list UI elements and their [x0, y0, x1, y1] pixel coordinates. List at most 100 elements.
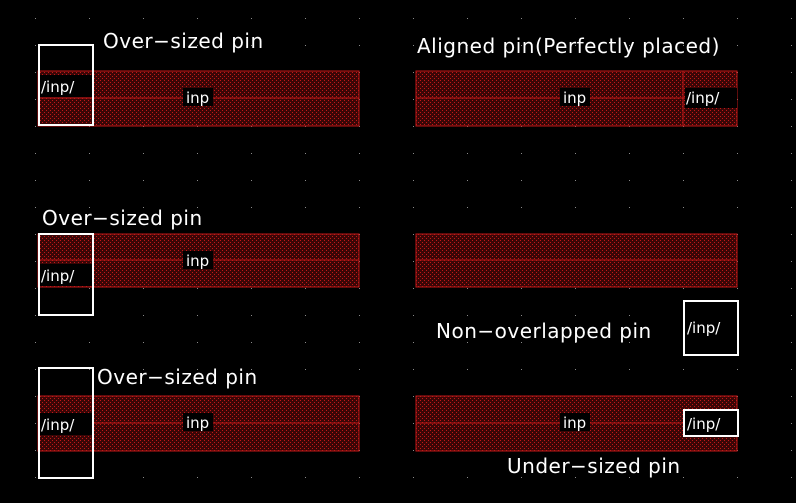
grid-dot [737, 477, 738, 478]
grid-dot [629, 369, 630, 370]
grid-dot [575, 369, 576, 370]
grid-dot [629, 153, 630, 154]
grid-dot [305, 477, 306, 478]
grid-dot [143, 315, 144, 316]
grid-dot [413, 450, 414, 451]
caption-undersized-pin: Under−sized pin [507, 454, 681, 478]
grid-dot [629, 18, 630, 19]
grid-dot [737, 369, 738, 370]
example-undersized-pin[interactable]: inp /inp/ [415, 395, 739, 452]
grid-dot [629, 180, 630, 181]
grid-dot [143, 342, 144, 343]
grid-dot [791, 126, 792, 127]
grid-dot [575, 18, 576, 19]
net-label-bg [560, 413, 590, 431]
grid-dot [35, 342, 36, 343]
grid-dot [35, 153, 36, 154]
grid-dot [251, 45, 252, 46]
grid-dot [737, 18, 738, 19]
grid-dot [791, 207, 792, 208]
grid-dot [35, 72, 36, 73]
pin-label-bg [685, 88, 737, 108]
pin-label: /inp/ [686, 89, 720, 107]
grid-dot [791, 396, 792, 397]
grid-dot [251, 180, 252, 181]
pin-label: /inp/ [687, 319, 721, 337]
grid-dot [89, 153, 90, 154]
grid-dot [521, 288, 522, 289]
grid-dot [413, 126, 414, 127]
grid-dot [791, 342, 792, 343]
caption-oversized-pin-2: Over−sized pin [42, 206, 203, 230]
grid-dot [791, 153, 792, 154]
grid-dot [359, 342, 360, 343]
grid-dot [683, 180, 684, 181]
grid-dot [197, 477, 198, 478]
grid-dot [413, 180, 414, 181]
grid-dot [467, 288, 468, 289]
example-oversized-pin-1[interactable]: inp /inp/ [37, 44, 360, 127]
grid-dot [683, 477, 684, 478]
grid-dot [251, 369, 252, 370]
grid-dot [35, 423, 36, 424]
grid-dot [35, 18, 36, 19]
grid-dot [359, 180, 360, 181]
grid-dot [737, 45, 738, 46]
pin-label: /inp/ [41, 78, 75, 96]
grid-dot [359, 477, 360, 478]
pin-label-bg [686, 316, 736, 338]
grid-dot [413, 342, 414, 343]
grid-dot [197, 288, 198, 289]
example-oversized-pin-2[interactable]: inp /inp/ [37, 233, 360, 316]
pin-box[interactable] [38, 44, 94, 126]
grid-dot [35, 99, 36, 100]
grid-dot [143, 207, 144, 208]
grid-dot [413, 288, 414, 289]
grid-dot [305, 369, 306, 370]
grid-dot [575, 207, 576, 208]
net-label-bg [183, 251, 213, 269]
grid-dot [683, 288, 684, 289]
net-label: inp [186, 414, 209, 432]
net-label-bg [183, 88, 213, 106]
grid-dot [413, 261, 414, 262]
grid-dot [413, 153, 414, 154]
grid-dot [413, 207, 414, 208]
net-label-bg [560, 88, 590, 106]
grid-dot [413, 18, 414, 19]
grid-dot [413, 315, 414, 316]
grid-dot [791, 234, 792, 235]
pin-box[interactable] [38, 367, 94, 479]
grid-dot [791, 369, 792, 370]
grid-dot [521, 369, 522, 370]
grid-dot [737, 153, 738, 154]
net-label: inp [186, 89, 209, 107]
pin-box[interactable] [683, 409, 739, 437]
example-aligned-pin[interactable]: inp /inp/ [415, 70, 738, 127]
grid-dot [305, 207, 306, 208]
grid-dot [629, 288, 630, 289]
grid-dot [251, 207, 252, 208]
grid-dot [791, 72, 792, 73]
example-non-overlapped-pin[interactable]: /inp/ [415, 233, 739, 356]
pin-box[interactable] [683, 300, 739, 356]
grid-dot [143, 180, 144, 181]
grid-dot [791, 18, 792, 19]
grid-dot [197, 315, 198, 316]
grid-dot [251, 477, 252, 478]
grid-dot [629, 315, 630, 316]
grid-dot [575, 315, 576, 316]
grid-dot [35, 315, 36, 316]
grid-dot [197, 342, 198, 343]
grid-dot [89, 369, 90, 370]
pin-label-bg [40, 413, 92, 435]
grid-dot [359, 369, 360, 370]
grid-dot [575, 288, 576, 289]
net-label: inp [563, 89, 586, 107]
grid-dot [575, 153, 576, 154]
pin-box[interactable] [38, 233, 94, 316]
example-oversized-pin-3[interactable]: inp /inp/ [37, 367, 360, 479]
grid-dot [629, 477, 630, 478]
grid-dot [467, 342, 468, 343]
